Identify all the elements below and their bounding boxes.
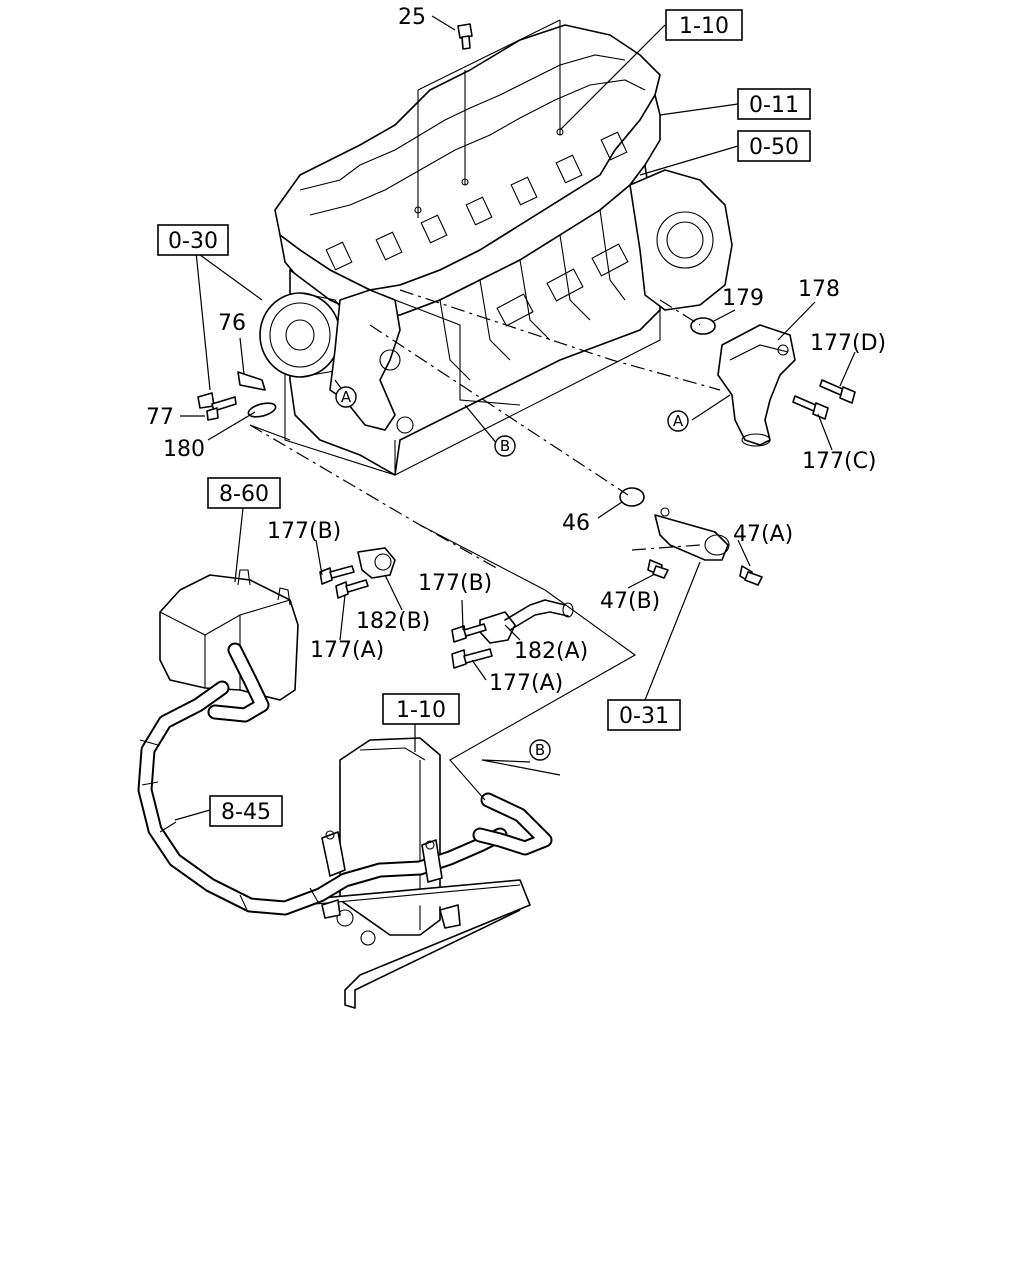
bolt-77 — [197, 392, 237, 421]
callout-b-pipe: B — [529, 739, 551, 761]
leader-lines — [174, 15, 856, 821]
callout-letter: B — [500, 437, 510, 455]
ref-box-label: 0-31 — [619, 704, 669, 729]
pipe-bottom-right — [472, 792, 553, 856]
ref-box-0-50: 0-50 — [737, 130, 811, 162]
engine-block — [259, 19, 733, 476]
ref-box-label: 0-50 — [749, 135, 799, 160]
part-labels: 25 76 77 180 179 178 177(D) 177(C) 46 47… — [146, 5, 886, 696]
bracket-76 — [237, 371, 266, 391]
ref-box-8-45: 8-45 — [209, 795, 283, 827]
fitting-182b — [357, 547, 396, 579]
part-label-177b: 177(B) — [267, 519, 341, 544]
hose-clamps — [321, 830, 443, 883]
part-label-25: 25 — [398, 5, 426, 30]
ref-box-0-30: 0-30 — [157, 224, 229, 256]
thermostat-housing — [717, 324, 796, 447]
part-label-179: 179 — [722, 286, 764, 311]
part-label-77: 77 — [146, 405, 174, 430]
ref-box-0-31: 0-31 — [607, 699, 681, 731]
part-label-180: 180 — [163, 437, 205, 462]
bolt-177a-upper — [335, 579, 369, 599]
part-label-182b: 182(B) — [356, 609, 430, 634]
ref-box-label: 0-30 — [168, 229, 218, 254]
part-label-177c: 177(C) — [802, 449, 877, 474]
callout-b-engine: B — [494, 435, 516, 457]
part-label-177b: 177(B) — [418, 571, 492, 596]
callout-a-engine: A — [335, 386, 357, 408]
water-pipe — [654, 507, 730, 561]
ref-box-label: 1-10 — [679, 14, 729, 39]
callout-a-outlet: A — [667, 410, 689, 432]
part-label-177a: 177(A) — [310, 638, 384, 663]
part-label-47b: 47(B) — [600, 589, 660, 614]
bolt-25 — [457, 23, 473, 50]
ref-box-label: 1-10 — [396, 698, 446, 723]
part-label-178: 178 — [798, 277, 840, 302]
ref-box-0-11: 0-11 — [737, 88, 811, 120]
ref-box-8-60: 8-60 — [207, 477, 281, 509]
reservoir-tank — [159, 569, 299, 701]
fitting-182a — [479, 599, 574, 644]
callout-letter: A — [673, 412, 684, 430]
o-ring-179 — [690, 317, 716, 335]
part-label-76: 76 — [218, 311, 246, 336]
gasket-180 — [247, 402, 277, 418]
callout-letter: B — [535, 741, 545, 759]
bolt-47b — [647, 559, 669, 579]
hose-tank-upper — [207, 642, 270, 723]
bolt-177d — [819, 379, 856, 404]
ref-box-1-10-top: 1-10 — [665, 9, 743, 41]
o-ring-46 — [619, 487, 645, 507]
ref-box-label: 8-45 — [221, 800, 271, 825]
ref-box-label: 0-11 — [749, 93, 799, 118]
part-label-46: 46 — [562, 511, 590, 536]
part-label-177d: 177(D) — [810, 331, 886, 356]
part-label-177a: 177(A) — [489, 671, 563, 696]
part-label-47a: 47(A) — [733, 522, 793, 547]
dashed-lines — [249, 289, 721, 801]
bolt-47a — [739, 565, 763, 586]
radiator-frame — [299, 737, 531, 1009]
bolt-177a-lower — [451, 648, 493, 669]
bolt-177c — [792, 395, 829, 420]
ref-box-label: 8-60 — [219, 482, 269, 507]
bolt-177b-upper — [319, 565, 355, 585]
ref-box-1-10-bottom: 1-10 — [382, 693, 460, 725]
callout-letter: A — [341, 388, 352, 406]
part-label-182a: 182(A) — [514, 639, 588, 664]
